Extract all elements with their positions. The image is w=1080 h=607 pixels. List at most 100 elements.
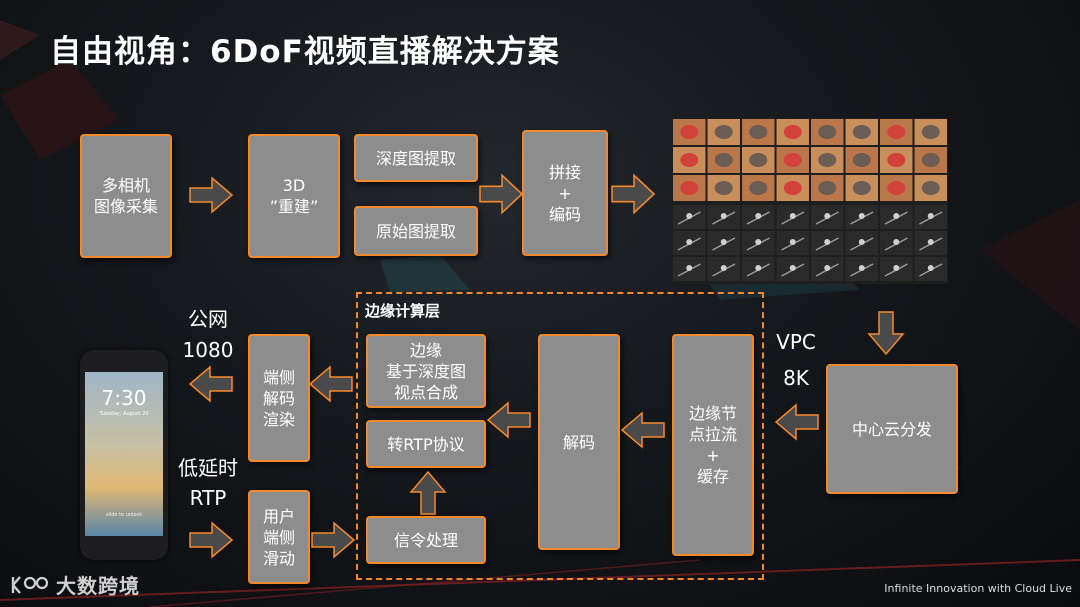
box-text: 滑动 bbox=[262, 548, 295, 568]
mosaic-figure bbox=[749, 153, 768, 167]
box-text: 深度图提取 bbox=[375, 148, 456, 168]
edge-layer-frame bbox=[356, 292, 764, 580]
box-text: 缓存 bbox=[696, 467, 729, 486]
mosaic-depth-dot bbox=[720, 239, 727, 245]
mosaic-depth-dot bbox=[927, 239, 934, 245]
box-text: 信令处理 bbox=[393, 530, 458, 550]
box-text: 解码 bbox=[562, 432, 595, 452]
mosaic-depth-dot bbox=[755, 213, 762, 219]
box-text: + bbox=[706, 446, 720, 465]
signal-proc-box: 信令处理 bbox=[366, 516, 486, 564]
low-latency-label: 低延时 bbox=[178, 456, 238, 480]
mosaic-figure bbox=[852, 125, 871, 139]
phone-slide-hint: slide to unlock bbox=[105, 512, 143, 518]
mosaic-figure bbox=[680, 153, 699, 167]
box-text: 中心云分发 bbox=[851, 419, 932, 439]
mosaic-depth-dot bbox=[720, 265, 727, 271]
mosaic-depth-dot bbox=[686, 239, 693, 245]
phone-screen: 7:30 Tuesday, August 20 slide to unlock bbox=[85, 372, 163, 536]
mosaic-figure bbox=[921, 125, 940, 139]
mosaic-depth-dot bbox=[686, 265, 693, 271]
reconstruct-box: 3D”重建” bbox=[248, 134, 340, 258]
mosaic-figure bbox=[680, 181, 699, 195]
box-text: 点拉流 bbox=[688, 425, 737, 444]
box-text: 边缘节 bbox=[688, 404, 737, 423]
mosaic-figure bbox=[887, 153, 906, 167]
box-text: 解码 bbox=[262, 388, 295, 408]
mosaic-figure bbox=[680, 125, 699, 139]
public-net-label: 公网 bbox=[188, 307, 228, 331]
box-text: 基于深度图 bbox=[385, 361, 466, 381]
mosaic-depth-dot bbox=[755, 239, 762, 245]
orig-extract-box: 原始图提取 bbox=[354, 206, 478, 256]
center-cloud-box: 中心云分发 bbox=[826, 364, 958, 494]
mosaic-figure bbox=[749, 125, 768, 139]
box-text: 端侧 bbox=[262, 527, 295, 547]
user-slide-box: 用户端侧滑动 bbox=[248, 490, 310, 584]
vpc-label: VPC bbox=[776, 330, 816, 354]
mosaic-figure bbox=[714, 125, 733, 139]
box-text: 编码 bbox=[548, 204, 581, 224]
box-text: 转RTP协议 bbox=[387, 434, 465, 454]
mosaic-depth-dot bbox=[858, 239, 865, 245]
box-text: 图像采集 bbox=[93, 197, 158, 216]
mosaic-figure bbox=[921, 153, 940, 167]
public-net-label: 1080 bbox=[182, 338, 234, 362]
box-text: 视点合成 bbox=[393, 382, 458, 402]
brand-logo: 大数跨境 bbox=[10, 570, 140, 599]
client-render-box: 端侧解码渲染 bbox=[248, 334, 310, 462]
edge-synth-box: 边缘基于深度图视点合成 bbox=[366, 334, 486, 408]
mosaic-depth-dot bbox=[858, 265, 865, 271]
mosaic-depth-dot bbox=[893, 239, 900, 245]
mosaic-figure bbox=[714, 181, 733, 195]
mosaic-figure bbox=[887, 125, 906, 139]
mosaic-depth-dot bbox=[858, 213, 865, 219]
mosaic-figure bbox=[783, 153, 802, 167]
mosaic-depth-dot bbox=[893, 213, 900, 219]
edge-layer-label: 边缘计算层 bbox=[365, 302, 441, 320]
mosaic-depth-dot bbox=[927, 213, 934, 219]
mosaic-depth-dot bbox=[686, 213, 693, 219]
mosaic-depth-dot bbox=[824, 265, 831, 271]
mosaic-figure bbox=[783, 181, 802, 195]
decode-box: 解码 bbox=[538, 334, 620, 550]
mosaic-figure bbox=[852, 153, 871, 167]
mosaic-figure bbox=[921, 181, 940, 195]
mosaic-depth-dot bbox=[824, 213, 831, 219]
mosaic-depth-dot bbox=[789, 213, 796, 219]
multi-camera-box: 多相机图像采集 bbox=[80, 134, 172, 258]
brand-logo-text: 大数跨境 bbox=[56, 574, 140, 598]
mosaic-figure bbox=[783, 125, 802, 139]
mosaic-depth-dot bbox=[720, 213, 727, 219]
box-text: 多相机 bbox=[101, 176, 150, 195]
rtp-convert-box: 转RTP协议 bbox=[366, 420, 486, 468]
depth-extract-box: 深度图提取 bbox=[354, 134, 478, 182]
phone-clock: 7:30 bbox=[101, 386, 147, 410]
stitch-encode-box: 拼接+编码 bbox=[522, 130, 608, 256]
vpc-label: 8K bbox=[783, 366, 809, 390]
phone-date: Tuesday, August 20 bbox=[99, 411, 149, 417]
mosaic-depth-dot bbox=[824, 239, 831, 245]
mosaic-depth-dot bbox=[927, 265, 934, 271]
mosaic-figure bbox=[852, 181, 871, 195]
mosaic-figure bbox=[887, 181, 906, 195]
mosaic-depth-dot bbox=[893, 265, 900, 271]
brand-logo-icon bbox=[11, 575, 49, 594]
box-text: 边缘 bbox=[409, 340, 442, 360]
box-text: ”重建” bbox=[269, 197, 319, 216]
mosaic-figure bbox=[818, 153, 837, 167]
box-text: 原始图提取 bbox=[375, 221, 456, 241]
multiview-mosaic-image bbox=[672, 118, 948, 284]
box-text: 拼接 bbox=[548, 162, 581, 182]
mosaic-depth-dot bbox=[755, 265, 762, 271]
footer-slogan: Infinite Innovation with Cloud Live bbox=[884, 582, 1072, 595]
mosaic-figure bbox=[749, 181, 768, 195]
mosaic-depth-dot bbox=[789, 239, 796, 245]
smartphone-image: 7:30 Tuesday, August 20 slide to unlock bbox=[80, 350, 168, 560]
mosaic-depth-dot bbox=[789, 265, 796, 271]
page-title: 自由视角：6DoF视频直播解决方案 bbox=[50, 34, 560, 70]
box-text: + bbox=[558, 183, 572, 203]
edge-node-box: 边缘节点拉流 + 缓存 bbox=[672, 334, 754, 556]
mosaic-figure bbox=[818, 125, 837, 139]
